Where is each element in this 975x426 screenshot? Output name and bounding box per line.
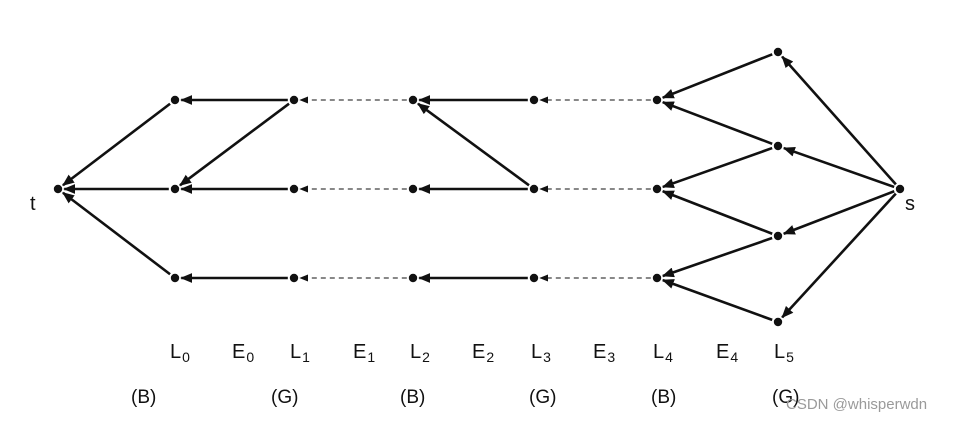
graph-node-d0: [529, 95, 539, 105]
watermark-text: CSDN @whisperwdn: [786, 396, 928, 413]
graph-node-e0: [652, 95, 662, 105]
graph-node-f1: [773, 141, 783, 151]
solid-edge-b0-to-a1: [179, 102, 290, 187]
layer-color-label-5: (G): [772, 387, 799, 408]
layer-color-label-2: (B): [400, 387, 425, 408]
graph-node-e2: [652, 273, 662, 283]
graph-node-b0: [289, 95, 299, 105]
graph-node-a2: [170, 273, 180, 283]
solid-edge-f2-to-e2: [661, 236, 773, 278]
layer-color-label-4: (B): [651, 387, 676, 408]
solid-edge-s-to-f0: [781, 55, 897, 186]
solid-edge-f3-to-e2: [661, 278, 773, 322]
solid-edge-s-to-f1: [782, 146, 895, 189]
solid-edge-s-to-f3: [781, 192, 897, 319]
graph-node-d2: [529, 273, 539, 283]
layer-color-label-3: (G): [529, 387, 556, 408]
graph-node-a0: [170, 95, 180, 105]
graph-node-c1: [408, 184, 418, 194]
solid-edge-f2-to-e1: [661, 190, 773, 235]
layer-label-e0: E0: [232, 341, 254, 365]
layer-color-row: (B) (G) (B) (G) (B) (G): [131, 387, 799, 408]
source-node: [895, 184, 905, 194]
layer-color-label-1: (G): [271, 387, 298, 408]
layer-label-e1: E1: [353, 341, 375, 365]
source-label: s: [905, 193, 915, 215]
solid-edge-s-to-f2: [782, 190, 895, 235]
layer-label-e3: E3: [593, 341, 615, 365]
solid-edge-a2-to-t: [62, 191, 171, 276]
graph-node-e1: [652, 184, 662, 194]
graph-node-f0: [773, 47, 783, 57]
sink-node: [53, 184, 63, 194]
graph-node-b2: [289, 273, 299, 283]
graph-node-f2: [773, 231, 783, 241]
graph-node-c2: [408, 273, 418, 283]
solid-edge-f1-to-e0: [661, 100, 773, 146]
solid-edge-f0-to-e0: [661, 53, 773, 99]
solid-edge-a0-to-t: [62, 102, 171, 187]
sink-label: t: [30, 193, 36, 215]
graph-node-d1: [529, 184, 539, 194]
graph-node-b1: [289, 184, 299, 194]
layer-label-row: L0 E0 L1 E1 L2 E2 L3 E3 L4 E4 L5: [170, 341, 794, 365]
layer-label-l0: L0: [170, 341, 190, 365]
solid-edge-f1-to-e1: [661, 146, 773, 189]
layer-label-l3: L3: [531, 341, 551, 365]
solid-edge-d1-to-c0: [417, 102, 530, 187]
layer-label-l2: L2: [410, 341, 430, 365]
graph-node-c0: [408, 95, 418, 105]
graph-node-a1: [170, 184, 180, 194]
graph-node-f3: [773, 317, 783, 327]
layer-label-l1: L1: [290, 341, 310, 365]
layer-color-label-0: (B): [131, 387, 156, 408]
layer-label-l5: L5: [774, 341, 794, 365]
layer-label-e4: E4: [716, 341, 738, 365]
node-group: [53, 47, 905, 327]
layer-label-e2: E2: [472, 341, 494, 365]
layer-label-l4: L4: [653, 341, 673, 365]
edge-group: [62, 53, 897, 322]
